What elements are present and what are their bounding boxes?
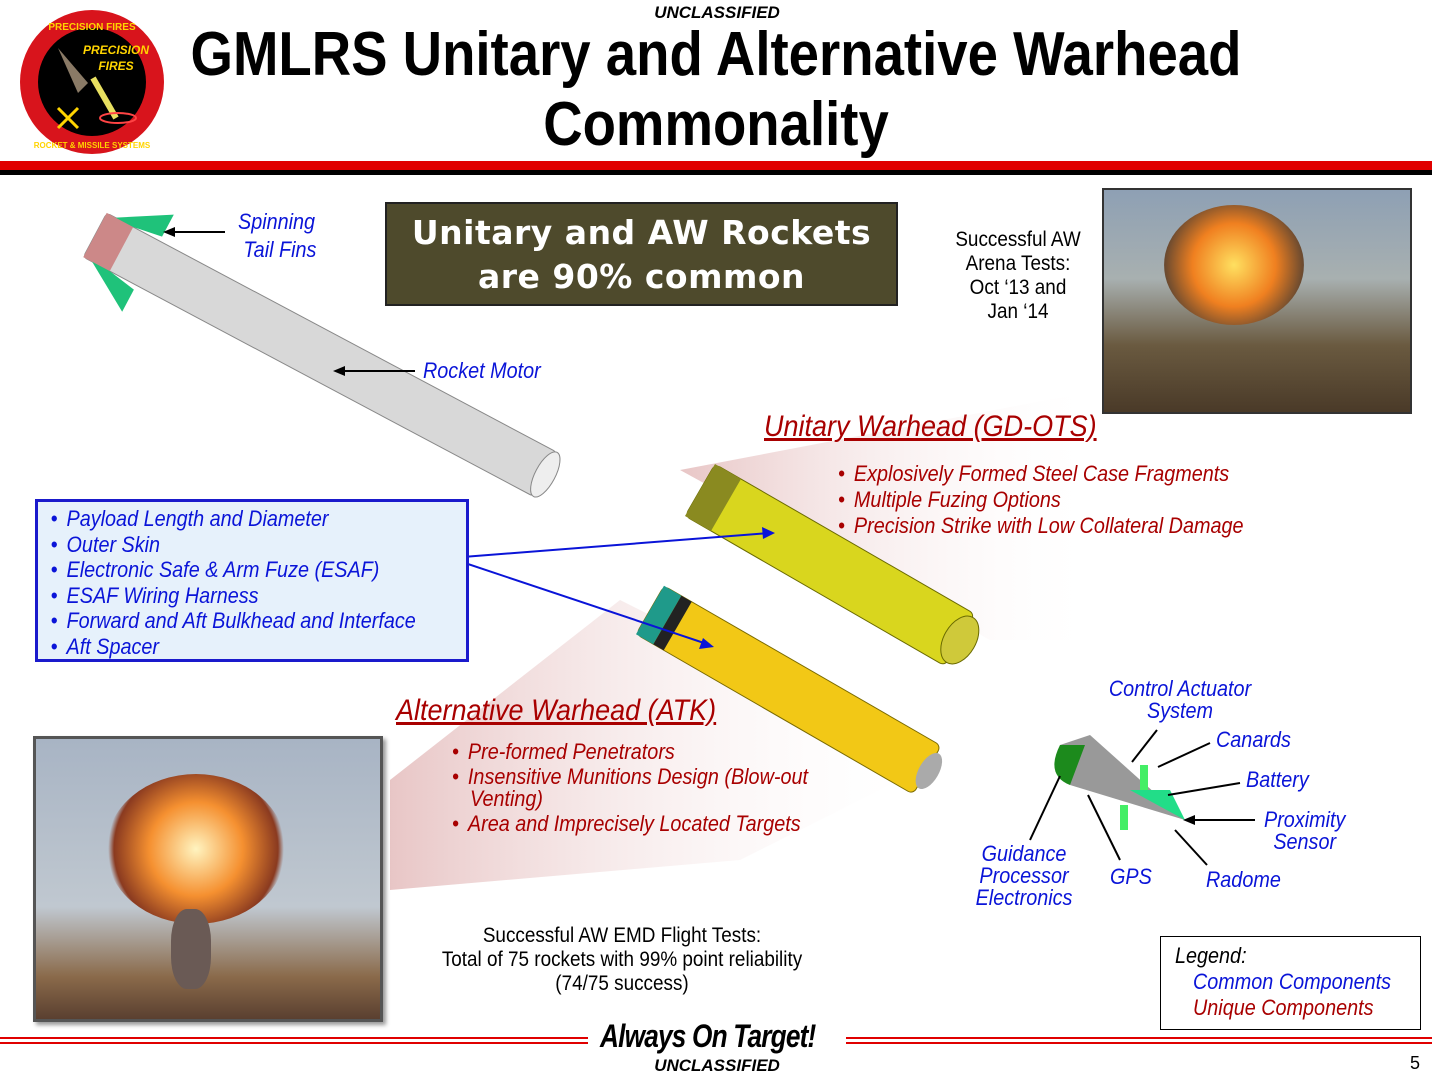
list-item: Payload Length and Diameter (51, 506, 461, 532)
common-components-list: Payload Length and DiameterOuter SkinEle… (38, 502, 461, 659)
list-item: Aft Spacer (51, 634, 461, 660)
rocket-motor-label: Rocket Motor (423, 358, 541, 383)
list-item: ESAF Wiring Harness (51, 583, 461, 609)
list-item: Pre-formed Penetrators (452, 740, 848, 764)
flight-tests-caption: Successful AW EMD Flight Tests:Total of … (441, 924, 803, 995)
footer-slogan: Always On Target! (600, 1018, 816, 1054)
svg-text:ROCKET & MISSILE SYSTEMS: ROCKET & MISSILE SYSTEMS (34, 141, 151, 150)
legend-unique: Unique Components (1193, 995, 1374, 1020)
header-black-rule (0, 170, 1432, 175)
unitary-features: Explosively Formed Steel Case FragmentsM… (838, 461, 1306, 539)
header-red-rule (0, 161, 1432, 170)
gps-label: GPS (1110, 864, 1152, 889)
precision-fires-logo: PRECISION FIRES PRECISION FIRES ROCKET &… (20, 10, 164, 154)
list-item: Insensitive Munitions Design (Blow-out V… (452, 766, 848, 810)
list-item: Precision Strike with Low Collateral Dam… (838, 513, 1306, 539)
flight-test-photo (33, 736, 383, 1022)
page-number: 5 (1410, 1053, 1421, 1073)
list-item: Forward and Aft Bulkhead and Interface (51, 608, 461, 634)
list-item: Multiple Fuzing Options (838, 487, 1306, 513)
svg-text:PRECISION FIRES: PRECISION FIRES (48, 22, 136, 33)
unitary-warhead-title: Unitary Warhead (GD-OTS) (764, 410, 1097, 443)
battery-label: Battery (1246, 767, 1309, 792)
classification-top: UNCLASSIFIED (654, 3, 780, 22)
footer-rule-left (0, 1037, 588, 1044)
list-item: Explosively Formed Steel Case Fragments (838, 461, 1306, 487)
footer-rule-right (846, 1037, 1432, 1044)
list-item: Electronic Safe & Arm Fuze (ESAF) (51, 557, 461, 583)
alternative-warhead-title: Alternative Warhead (ATK) (396, 694, 717, 727)
canards-label: Canards (1216, 727, 1291, 752)
radome-label: Radome (1206, 867, 1281, 892)
arena-test-photo (1102, 188, 1412, 414)
list-item: Area and Imprecisely Located Targets (452, 812, 848, 836)
legend-box: Legend: Common Components Unique Compone… (1160, 936, 1421, 1030)
svg-text:FIRES: FIRES (98, 59, 133, 73)
list-item: Outer Skin (51, 532, 461, 558)
alternative-features: Pre-formed PenetratorsInsensitive Muniti… (452, 740, 848, 836)
legend-common: Common Components (1193, 969, 1392, 994)
svg-text:PRECISION: PRECISION (83, 43, 149, 57)
common-components-box: Payload Length and DiameterOuter SkinEle… (35, 499, 469, 662)
classification-bottom: UNCLASSIFIED (654, 1056, 780, 1075)
legend-title: Legend: (1175, 943, 1247, 968)
